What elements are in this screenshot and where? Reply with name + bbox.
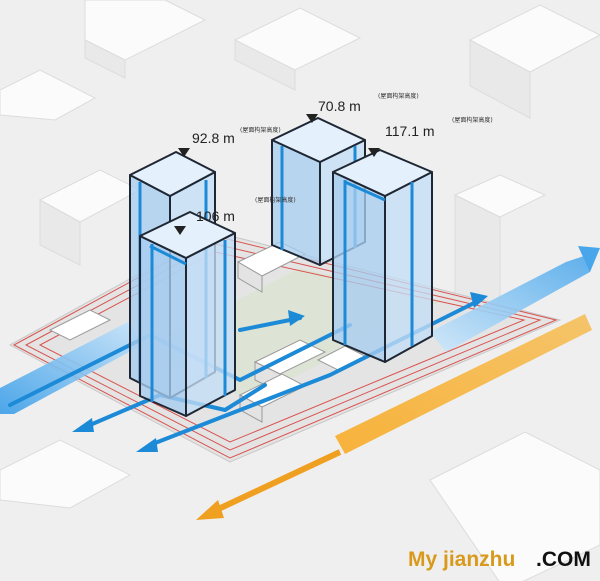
tower-106 xyxy=(139,211,236,417)
context-building xyxy=(0,69,97,121)
road-band xyxy=(335,314,592,454)
height-marker-icon xyxy=(174,226,186,235)
tower-117-1 xyxy=(332,149,433,363)
road-arrowhead xyxy=(196,500,224,520)
view-corridor-arrowhead xyxy=(578,246,600,272)
tower-face xyxy=(185,232,236,417)
route-line xyxy=(148,298,482,447)
context-building xyxy=(429,431,600,581)
watermark-brand: My jianzhu xyxy=(408,548,515,571)
height-label-92-8: 92.8 m (屋面构架高度) xyxy=(178,126,281,157)
tower-face xyxy=(332,171,386,363)
tower-face xyxy=(384,171,433,363)
tower-face xyxy=(139,235,187,417)
height-value: 92.8 m xyxy=(192,130,235,146)
main-road-arrow xyxy=(196,314,592,520)
height-note: (屋面构架高度) xyxy=(240,126,281,134)
tower-roof xyxy=(129,151,216,197)
context-building-side xyxy=(39,199,81,266)
context-building-side xyxy=(84,39,126,79)
podium-block xyxy=(48,309,112,341)
context-building-side xyxy=(234,39,296,91)
route-arrowhead xyxy=(470,292,488,308)
route-arrowhead xyxy=(136,438,158,452)
height-note: (屋面构架高度) xyxy=(378,92,419,100)
tower-line xyxy=(149,244,187,266)
tower-line xyxy=(344,180,386,202)
height-note: (屋面构架高度) xyxy=(452,116,493,124)
context-building xyxy=(84,0,207,61)
height-label-117-1: 117.1 m (屋面构架高度) xyxy=(368,116,493,157)
route-arrowhead xyxy=(288,310,305,326)
podium-block-side xyxy=(237,261,263,293)
context-building xyxy=(0,439,132,509)
watermark: My jianzhu .COM xyxy=(408,548,591,571)
context-building-side xyxy=(469,39,531,119)
watermark-suffix: .COM xyxy=(536,548,591,571)
route-arrowhead xyxy=(72,418,94,432)
route-line xyxy=(8,323,352,407)
height-marker-icon xyxy=(306,114,318,123)
view-corridor-band-right xyxy=(430,252,596,352)
height-label-106: 106 m (屋面构架高度) xyxy=(174,196,296,235)
height-note: (屋面构架高度) xyxy=(255,196,296,204)
height-label-70-8: 70.8 m (屋面构架高度) xyxy=(306,92,419,123)
tower-roof xyxy=(271,117,366,163)
tower-roof xyxy=(139,211,236,259)
height-value: 117.1 m xyxy=(385,123,435,139)
road-arrow-shaft xyxy=(210,449,342,515)
height-marker-icon xyxy=(178,148,190,157)
height-marker-icon xyxy=(368,148,380,157)
height-value: 106 m xyxy=(196,208,235,224)
height-value: 70.8 m xyxy=(318,98,361,114)
tower-roof xyxy=(332,149,433,197)
